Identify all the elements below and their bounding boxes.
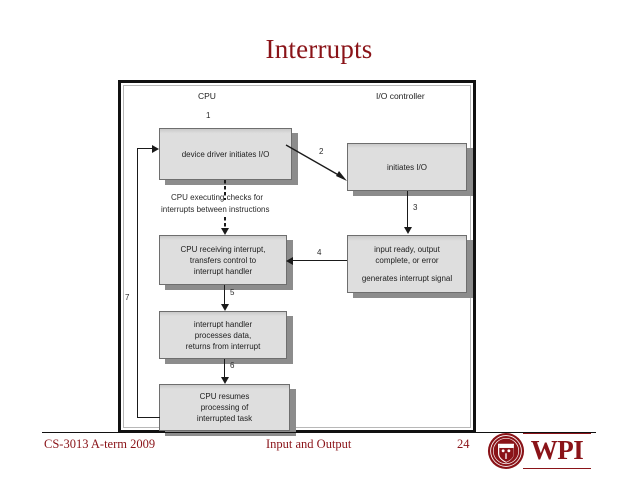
node-body: input ready, output complete, or error g… (347, 235, 467, 293)
connector-step-3 (407, 191, 408, 229)
interrupt-flow-diagram: CPU I/O controller 1 device driver initi… (118, 80, 476, 436)
wpi-wordmark-text: WPI (530, 435, 584, 465)
wpi-seal-icon (487, 432, 525, 470)
node-text-line: complete, or error (375, 256, 439, 265)
node-cpu-receiving-interrupt: CPU receiving interrupt, transfers contr… (159, 235, 293, 290)
arrowhead-step-4 (286, 257, 293, 265)
wordmark-rule-top (523, 433, 591, 434)
step-label-4: 4 (317, 248, 322, 257)
footer-course-label: CS-3013 A-term 2009 (44, 437, 156, 451)
node-text-line: processes data, (194, 330, 252, 340)
node-text-line: interrupt handler (193, 319, 253, 329)
wpi-logo: WPI (487, 429, 591, 473)
arrow-step-2 (285, 144, 347, 181)
footer-divider (42, 432, 596, 433)
node-text-line: CPU resumes (199, 392, 250, 401)
arrowhead-step-6 (221, 377, 229, 384)
page-title: Interrupts (265, 34, 373, 64)
node-text-line: transfers control to (189, 255, 257, 265)
step-label-2: 2 (319, 147, 324, 156)
arrowhead-step-3 (404, 227, 412, 234)
node-input-ready: input ready, output complete, or error g… (347, 235, 473, 298)
step-label-6: 6 (230, 361, 235, 370)
connector-step-4 (293, 260, 347, 261)
node-body: interrupt handler processes data, return… (159, 311, 287, 359)
node-body: CPU receiving interrupt, transfers contr… (159, 235, 287, 285)
connector-step-7-top (137, 148, 153, 149)
node-body: device driver initiates I/O (159, 128, 292, 180)
node-text-line: device driver initiates I/O (181, 149, 270, 159)
connector-step-6 (224, 359, 225, 380)
node-body: CPU resumes processing of interrupted ta… (159, 384, 290, 431)
node-text-line: input ready, output (374, 245, 440, 254)
step-label-3: 3 (413, 203, 418, 212)
dashed-connector-upper (224, 180, 226, 200)
node-text-line: interrupted task (196, 414, 253, 423)
arrowhead-step-5 (221, 304, 229, 311)
footer-page-number: 24 (457, 437, 470, 451)
node-text-line: interrupt handler (193, 266, 253, 276)
connector-step-7-bottom (137, 417, 160, 418)
dashed-connector-lower (224, 217, 226, 230)
step-label-1: 1 (206, 111, 211, 120)
connector-step-5 (224, 285, 225, 306)
arrowhead-into-node-cpu-receiving (221, 228, 229, 235)
note-line-2: interrupts between instructions (161, 205, 270, 214)
step-label-5: 5 (230, 288, 235, 297)
node-text-line: returns from interrupt (185, 341, 261, 351)
node-cpu-resumes: CPU resumes processing of interrupted ta… (159, 384, 296, 436)
column-header-io-controller: I/O controller (376, 91, 425, 101)
node-text-line: processing of (200, 403, 249, 412)
node-text-line: initiates I/O (386, 162, 427, 172)
connector-step-7-vertical (137, 148, 138, 418)
footer-topic-label: Input and Output (266, 437, 352, 451)
node-initiates-io: initiates I/O (347, 143, 473, 196)
node-text-line: CPU receiving interrupt, (180, 244, 266, 254)
node-interrupt-handler: interrupt handler processes data, return… (159, 311, 293, 364)
note-line-1: CPU executing checks for (171, 193, 264, 202)
column-header-cpu: CPU (198, 91, 216, 101)
wpi-wordmark: WPI (523, 433, 591, 469)
node-body: initiates I/O (347, 143, 467, 191)
node-text-line: generates interrupt signal (361, 274, 453, 283)
arrowhead-step-7 (152, 145, 159, 153)
node-device-driver: device driver initiates I/O (159, 128, 298, 185)
wordmark-rule-bottom (523, 468, 591, 469)
step-label-7: 7 (125, 293, 130, 302)
